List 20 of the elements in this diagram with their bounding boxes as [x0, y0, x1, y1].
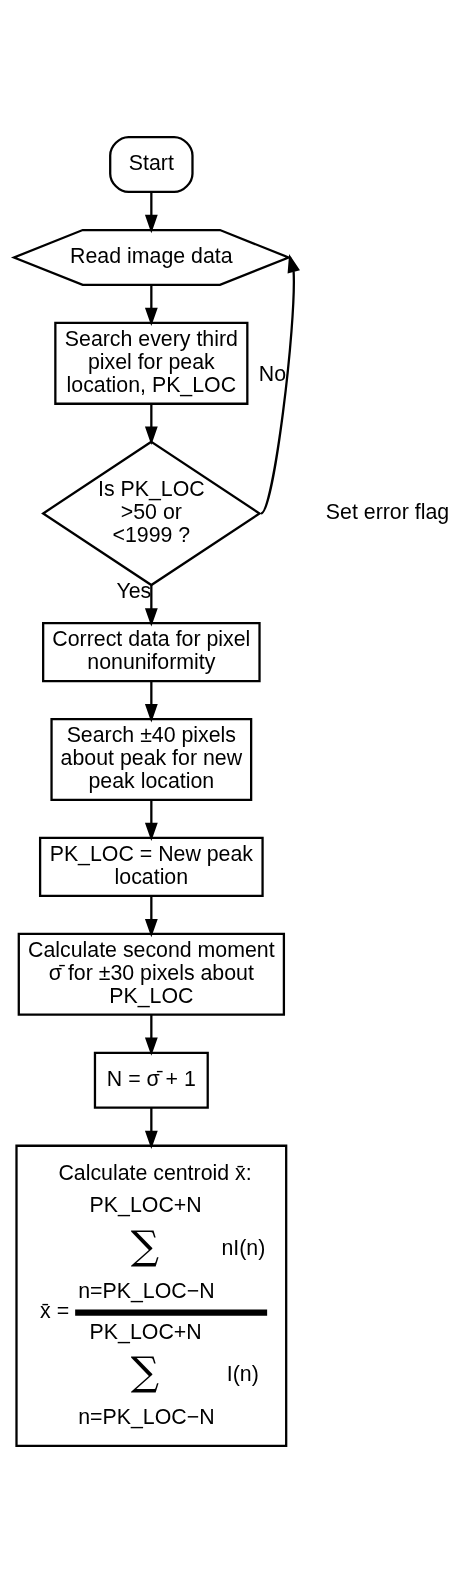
arrow — [144, 284, 158, 327]
node-box: Calculate centroid x̄: x̄ = PK_LOC+N ∑ nI(n) n=PK_LOC−N PK_LOC+N ∑ I(n) n=PK_LOC−N — [15, 1144, 288, 1448]
node-box: Search ±40 pixels about peak for new peak location — [50, 718, 253, 802]
node-box: N = σ̄ + 1 — [93, 1051, 209, 1109]
arrow — [144, 585, 158, 627]
arrow — [144, 192, 158, 234]
arrow — [144, 681, 158, 723]
arrow — [144, 799, 158, 842]
edge-label: No — [258, 361, 287, 386]
node-box: Search every third pixel for peak location, PK_LOC — [54, 321, 249, 405]
node-box: Start — [109, 135, 194, 194]
label: Set error flag — [325, 500, 450, 525]
node-box: Correct data for pixel nonuniformity — [42, 622, 261, 683]
arrow — [260, 254, 300, 515]
arrow — [144, 1107, 158, 1150]
arrow — [144, 896, 158, 938]
node-box: PK_LOC = New peak location — [38, 836, 264, 897]
arrow — [144, 403, 158, 445]
arrow — [144, 1014, 158, 1056]
node-box: Calculate second moment σ̄ for ±30 pixels about PK_LOC — [17, 932, 286, 1016]
